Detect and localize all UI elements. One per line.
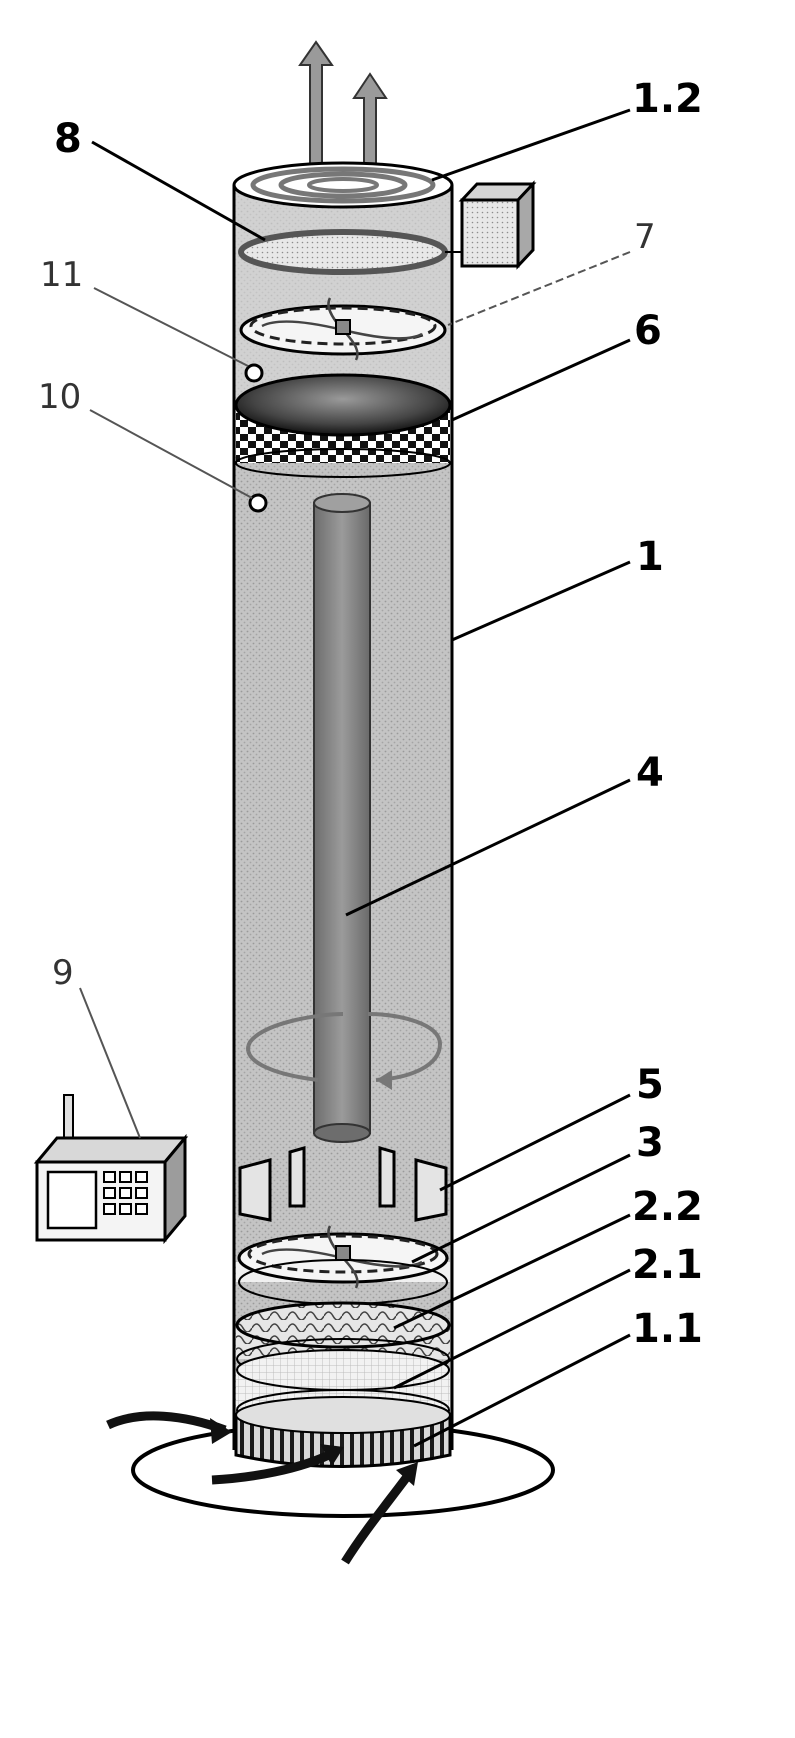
label-11: 11	[40, 255, 83, 295]
label-6: 6	[634, 308, 662, 354]
label-9: 9	[52, 953, 74, 993]
sensor-port-11	[244, 363, 264, 383]
wireless-controller	[33, 1094, 189, 1245]
control-box	[458, 180, 537, 270]
sensor-port-10	[248, 493, 268, 513]
central-rod	[313, 493, 371, 1143]
lower-fan	[236, 1225, 450, 1305]
label-5: 5	[636, 1062, 664, 1108]
label-10: 10	[38, 377, 81, 417]
upper-fan	[239, 297, 447, 361]
label-2-2: 2.2	[632, 1184, 703, 1230]
label-4: 4	[636, 750, 664, 796]
label-8: 8	[54, 116, 82, 162]
swirl-arrow	[246, 1012, 443, 1090]
baffles	[238, 1146, 448, 1222]
label-1: 1	[636, 534, 664, 580]
label-3: 3	[636, 1120, 664, 1166]
label-7: 7	[634, 217, 656, 257]
label-2-1: 2.1	[632, 1242, 703, 1288]
inflow-arrows	[106, 1411, 418, 1565]
label-1-2: 1.2	[632, 76, 703, 122]
heating-band	[234, 373, 452, 478]
label-1-1: 1.1	[632, 1306, 703, 1352]
exhaust-arrows	[298, 40, 388, 173]
top-cap	[232, 161, 454, 209]
inlet-base	[234, 1396, 452, 1468]
labels: 1.2 8 7 11 6 10 1 4 9 5 3 2.2 2.1 1.1	[38, 76, 703, 1352]
leader-lines	[79, 108, 631, 1448]
top-filter	[238, 229, 462, 275]
